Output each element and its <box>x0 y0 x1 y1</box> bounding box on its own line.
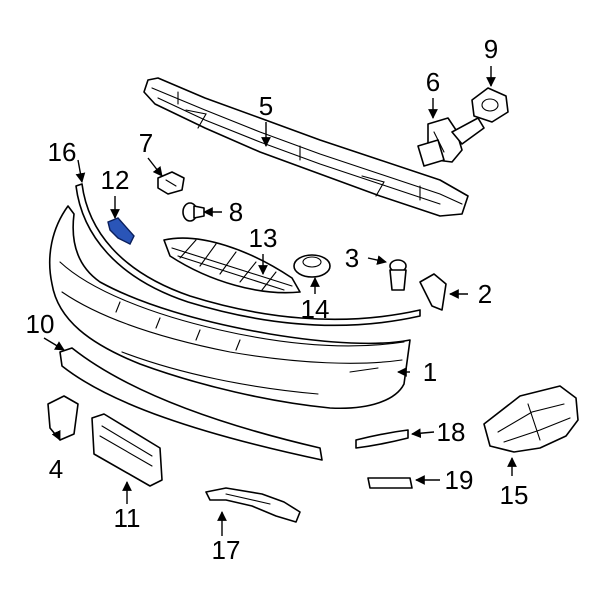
callout-14: 14 <box>301 294 330 324</box>
callout-2: 2 <box>478 279 492 309</box>
callout-17: 17 <box>212 535 241 565</box>
callout-13: 13 <box>249 223 278 253</box>
part-10-lower-spoiler[interactable] <box>59 347 323 461</box>
part-13-grille[interactable] <box>163 237 301 294</box>
callout-labels: 1 2 3 4 5 6 7 8 9 10 11 12 13 14 15 16 1… <box>26 34 529 565</box>
callout-10: 10 <box>26 309 55 339</box>
part-18-trim-strip[interactable] <box>355 429 409 449</box>
part-16-molding-strip[interactable] <box>75 183 421 327</box>
part-6-bumper-bracket[interactable] <box>417 117 485 167</box>
part-11-license-plate-bracket[interactable] <box>91 413 163 487</box>
part-7-clip[interactable] <box>157 171 185 195</box>
part-19-trim-strip[interactable] <box>367 477 413 489</box>
callout-9: 9 <box>484 34 498 64</box>
callout-5: 5 <box>259 91 273 121</box>
part-14-grommet[interactable] <box>293 254 331 278</box>
leader-lines <box>43 66 517 536</box>
callout-15: 15 <box>500 480 529 510</box>
callout-7: 7 <box>139 128 153 158</box>
callout-19: 19 <box>445 465 474 495</box>
callout-3: 3 <box>345 243 359 273</box>
part-5-reinforcement-bar[interactable] <box>143 77 469 217</box>
callout-18: 18 <box>437 417 466 447</box>
callout-6: 6 <box>426 67 440 97</box>
callout-11: 11 <box>114 503 141 533</box>
callout-1: 1 <box>423 357 437 387</box>
part-9-mounting-plate[interactable] <box>471 87 509 123</box>
part-2-side-bracket[interactable] <box>419 273 447 311</box>
part-17-lower-bracket[interactable] <box>205 487 301 523</box>
callout-16: 16 <box>48 137 77 167</box>
part-8-push-pin[interactable] <box>182 202 205 222</box>
callout-8: 8 <box>229 197 243 227</box>
callout-4: 4 <box>49 454 63 484</box>
callout-12: 12 <box>101 165 130 195</box>
part-3-fastener[interactable] <box>389 259 407 291</box>
part-4-bracket[interactable] <box>47 395 79 441</box>
part-15-air-duct[interactable] <box>483 385 579 453</box>
part-1-bumper-cover[interactable] <box>48 205 411 410</box>
part-12-bracket-highlighted[interactable] <box>107 217 135 245</box>
